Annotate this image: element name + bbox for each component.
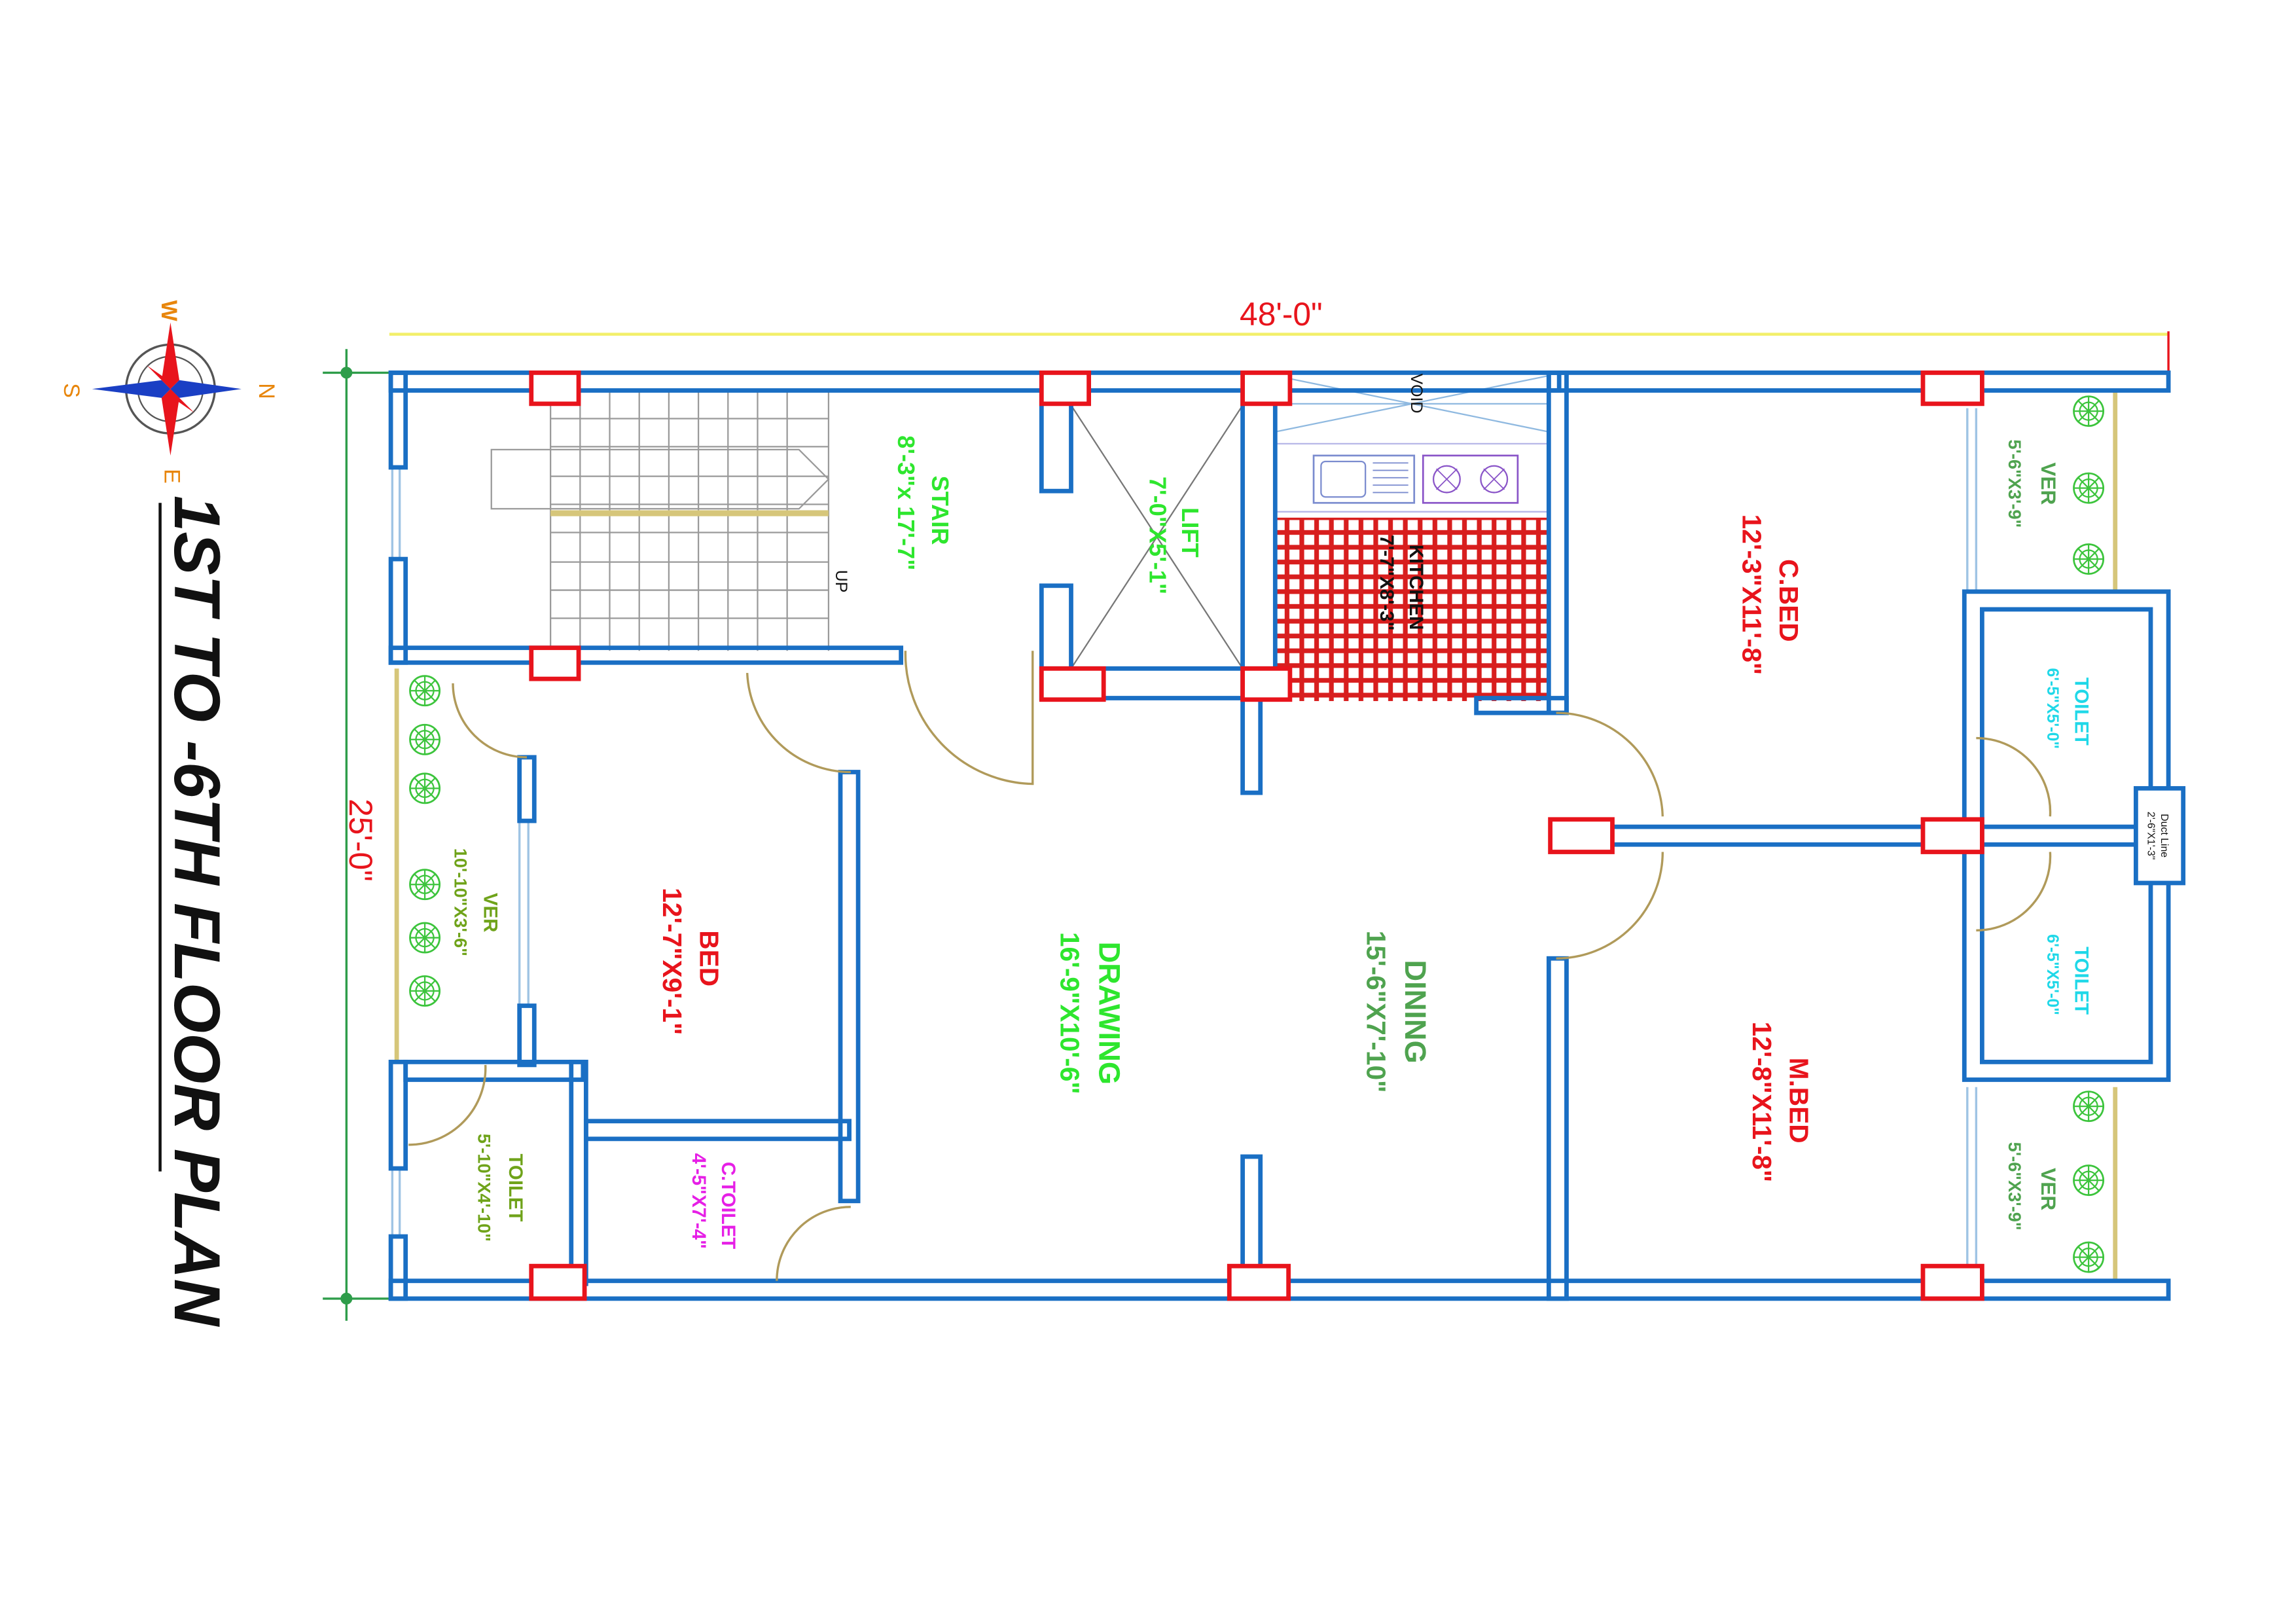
compass-e: E (159, 469, 184, 484)
toilet-right-top-name: TOILET (2071, 677, 2092, 746)
room-stair: STAIR 8'-3"x 17'-7" UP (832, 435, 954, 592)
lift-size: 7'-0"X5'-1" (1144, 477, 1171, 594)
toilet-left-size: 5'-10"X4'-10" (474, 1134, 494, 1242)
void-label: VOID (1407, 374, 1425, 414)
stair-size: 8'-3"x 17'-7" (893, 435, 920, 570)
ver-bottom-right-name: VER (2037, 1168, 2060, 1210)
toilet-right-bottom-name: TOILET (2071, 947, 2092, 1015)
kitchen-name: KITCHEN (1405, 545, 1427, 630)
compass-w: W (156, 300, 181, 321)
duct-name: Duct Line (2159, 814, 2170, 857)
room-toilet-left: TOILET 5'-10"X4'-10" (474, 1134, 526, 1242)
depth-dimension: 25'-0" (323, 349, 391, 1321)
depth-dimension-label: 25'-0" (342, 799, 379, 882)
doors (408, 651, 2052, 1281)
toilet-right-top-size: 6'-5"X5'-0" (2043, 668, 2061, 749)
ver-left-size: 10'-10"X3'-6" (450, 848, 471, 956)
room-ver-bottom-right: VER 5'-6"X3'-9" (2005, 1142, 2060, 1231)
duct-line: Duct Line 2'-6"X1'-3" (2133, 785, 2186, 886)
c-bed-name: C.BED (1774, 559, 1804, 641)
room-drawing: DRAWING 16'-9"X10'-6" (1055, 932, 1126, 1094)
m-bed-name: M.BED (1784, 1058, 1814, 1144)
room-c-bed: C.BED 12'-3"X11'-8" (1736, 514, 1803, 676)
c-toilet-name: C.TOILET (717, 1162, 739, 1249)
room-lift: LIFT 7'-0"X5'-1" (1144, 477, 1204, 594)
toilet-left-name: TOILET (505, 1153, 526, 1221)
compass-n: N (254, 383, 279, 399)
ver-top-right-name: VER (2037, 462, 2060, 505)
kitchen-floor-tiles (1275, 517, 1549, 702)
stair-up: UP (832, 570, 850, 593)
room-dining: DINING 15'-6"X7'-10" (1361, 931, 1432, 1093)
c-toilet-size: 4'-5"X7'-4" (688, 1153, 709, 1249)
ver-top-right-size: 5'-6"X3'-9" (2005, 439, 2025, 528)
c-bed-size: 12'-3"X11'-8" (1736, 514, 1767, 676)
width-dimension: 48'-0" (389, 296, 2170, 373)
room-m-bed: M.BED 12'-8"X11'-8" (1747, 1022, 1814, 1183)
dining-name: DINING (1399, 960, 1432, 1063)
room-toilet-right-bottom: TOILET 6'-5"X5'-0" (2043, 934, 2092, 1015)
plan-title-text: 1ST TO -6TH FLOOR PLAN (160, 496, 233, 1327)
room-toilet-right-top: TOILET 6'-5"X5'-0" (2043, 668, 2092, 749)
columns (529, 370, 1984, 1301)
balcony-railings (394, 390, 2118, 1281)
room-c-toilet: C.TOILET 4'-5"X7'-4" (688, 1153, 739, 1250)
room-ver-top-right: VER 5'-6"X3'-9" (2005, 439, 2060, 528)
width-dimension-label: 48'-0" (1240, 296, 1323, 333)
lift-name: LIFT (1177, 507, 1204, 557)
bed-name: BED (694, 930, 724, 986)
room-kitchen: KITCHEN 7'-7"X8'-3" (1376, 535, 1427, 630)
staircase (490, 389, 830, 651)
drawing-size: 16'-9"X10'-6" (1055, 932, 1085, 1094)
drawing-name: DRAWING (1092, 942, 1126, 1085)
ver-bottom-right-size: 5'-6"X3'-9" (2005, 1142, 2025, 1231)
m-bed-size: 12'-8"X11'-8" (1747, 1022, 1777, 1183)
compass-s: S (59, 383, 84, 398)
ver-left-name: VER (479, 893, 501, 932)
kitchen-counter (1275, 442, 1549, 513)
stair-name: STAIR (927, 476, 954, 545)
dining-size: 15'-6"X7'-10" (1361, 931, 1391, 1093)
toilet-right-bottom-size: 6'-5"X5'-0" (2043, 934, 2061, 1015)
void-area (1275, 374, 1549, 433)
compass: W S N E (59, 300, 279, 484)
bed-size: 12'-7"X9'-1" (657, 888, 687, 1035)
room-void: VOID (1407, 374, 1425, 414)
lift-shaft (1070, 405, 1244, 669)
room-bed: BED 12'-7"X9'-1" (657, 888, 724, 1035)
duct-size: 2'-6"X1'-3" (2145, 812, 2156, 859)
windows (391, 408, 1978, 1269)
plan-title: 1ST TO -6TH FLOOR PLAN (158, 496, 233, 1327)
room-ver-left: VER 10'-10"X3'-6" (450, 848, 501, 956)
kitchen-size: 7'-7"X8'-3" (1376, 535, 1397, 630)
